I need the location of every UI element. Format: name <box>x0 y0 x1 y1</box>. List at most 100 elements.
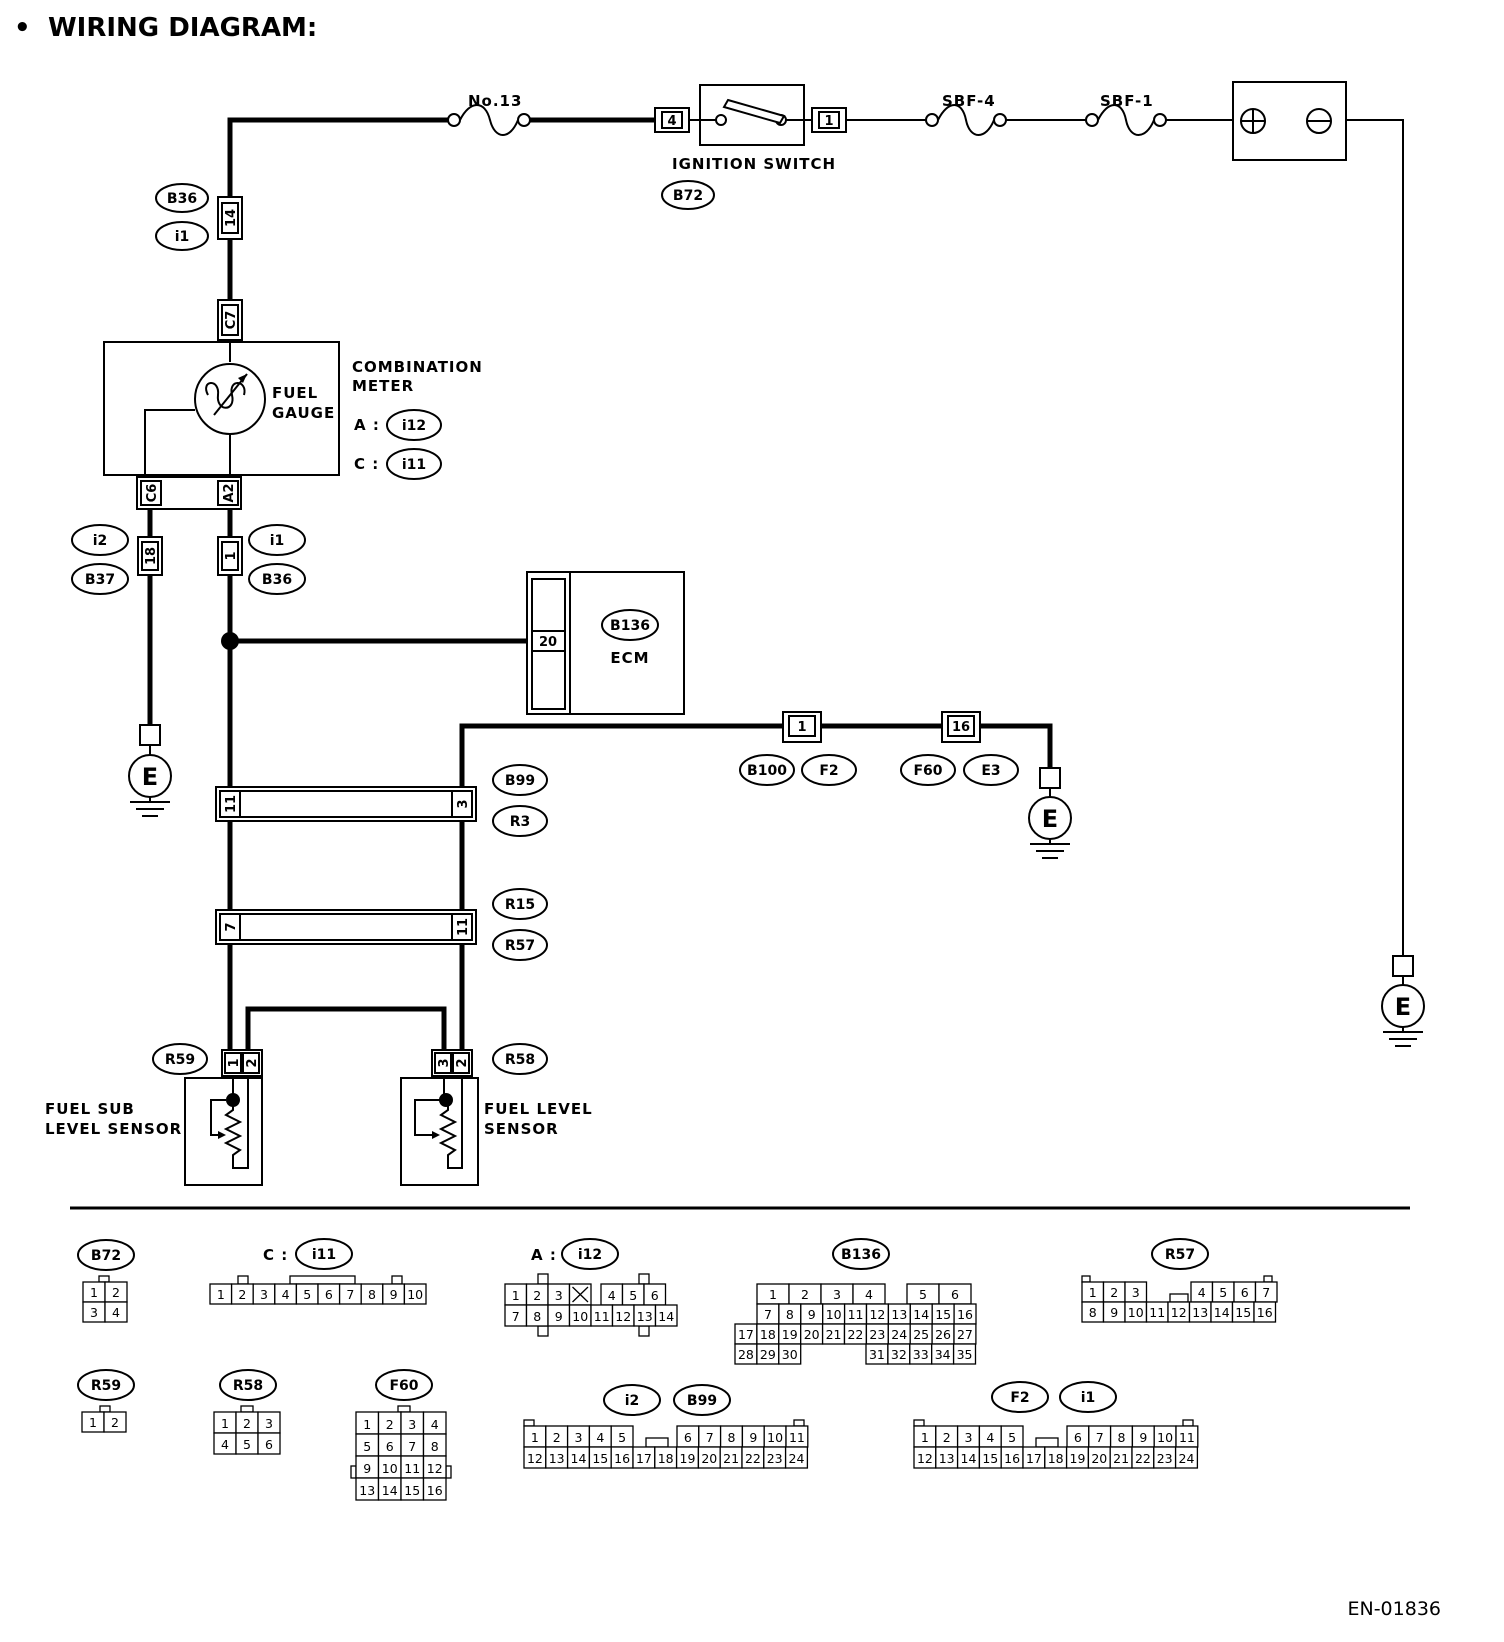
ground-mid-label: E <box>1042 805 1058 833</box>
legend-f2-i1-pin: 20 <box>1091 1451 1107 1466</box>
ground-chain-b100: B100 <box>747 763 787 779</box>
legend-b136-pin: 19 <box>782 1327 798 1342</box>
legend-b136-pin: 12 <box>869 1307 885 1322</box>
junction-top-pin: 14 <box>224 209 239 227</box>
legend-i12-pin: 9 <box>555 1309 563 1324</box>
legend-r57-label: R57 <box>1165 1247 1195 1263</box>
legend-b72-pin: 4 <box>112 1305 120 1320</box>
legend-i2-b99-pin: 20 <box>701 1451 717 1466</box>
ground-chain-f60: F60 <box>913 763 942 779</box>
legend-i2-b99-pin: 24 <box>789 1451 805 1466</box>
legend-r57-pin: 7 <box>1262 1285 1270 1300</box>
legend-f2-i1-pin: 9 <box>1139 1430 1147 1445</box>
junction-right-conn2: B36 <box>262 572 292 588</box>
legend-i11-pin: 5 <box>303 1287 311 1302</box>
legend-r58-label: R58 <box>233 1378 263 1394</box>
ground-chain: 1 16 B100 F2 F60 E3 <box>739 711 1019 786</box>
legend-i11-pin: 2 <box>238 1287 246 1302</box>
ground-mid: E <box>1028 767 1072 859</box>
legend-i12-pin: 6 <box>651 1288 659 1303</box>
legend-r57-pin: 10 <box>1128 1305 1144 1320</box>
legend-i12-pin: 13 <box>637 1309 653 1324</box>
legend-f2-i1-pin: 5 <box>1008 1430 1016 1445</box>
ground-right: E <box>1381 955 1425 1047</box>
junction-left-pin: 18 <box>144 547 159 565</box>
legend-i11-pin: 7 <box>346 1287 354 1302</box>
legend-r59-cell <box>103 1411 127 1433</box>
level-sensor-pin1: 3 <box>437 1058 452 1067</box>
legend-b136-pin: 7 <box>764 1307 772 1322</box>
ground-left-label: E <box>142 763 158 791</box>
legend-i2-b99-pin: 23 <box>767 1451 783 1466</box>
legend-r57-pin: 12 <box>1171 1305 1187 1320</box>
legend-i11-pin: 8 <box>368 1287 376 1302</box>
legend-b136-pin: 20 <box>804 1327 820 1342</box>
junction-right-pin: 1 <box>224 551 239 560</box>
level-sensor-connector: R58 <box>505 1052 535 1068</box>
meter-conn-a: i12 <box>402 418 426 434</box>
legend-f2-i1-pin: 17 <box>1026 1451 1042 1466</box>
legend-f60-pin: 13 <box>359 1483 375 1498</box>
legend-r57-pin: 8 <box>1089 1305 1097 1320</box>
legend-i2-b99-pin: 15 <box>592 1451 608 1466</box>
legend-b72-cell <box>104 1301 128 1323</box>
diagram-title: WIRING DIAGRAM: <box>48 13 317 43</box>
sub-sensor-connector: R59 <box>165 1052 195 1068</box>
legend-i2-b99-pin: 6 <box>684 1430 692 1445</box>
legend-r59-label: R59 <box>91 1378 121 1394</box>
ecm-pin: 20 <box>539 635 557 650</box>
legend-b136-pin: 3 <box>833 1287 841 1302</box>
fuse-no13-label: No.13 <box>468 92 522 110</box>
legend-r57-pin: 14 <box>1214 1305 1230 1320</box>
b99-conn1: B99 <box>505 773 535 789</box>
meter-title-1: COMBINATION <box>352 358 483 376</box>
legend-f60-pin: 12 <box>427 1461 443 1476</box>
legend-i12-pin: 7 <box>512 1309 520 1324</box>
legend-f60-pin: 15 <box>404 1483 420 1498</box>
legend-i12-cell <box>654 1304 678 1327</box>
legend-b136-pin: 28 <box>738 1347 754 1362</box>
fuel-gauge-line2: GAUGE <box>272 404 335 422</box>
legend-f60-oval <box>375 1369 433 1401</box>
legend-f2-i1-pin: 15 <box>982 1451 998 1466</box>
level-sensor-label1: FUEL LEVEL <box>484 1100 593 1118</box>
meter-conn-c: i11 <box>402 457 426 473</box>
legend-b136-pin: 32 <box>891 1347 907 1362</box>
legend-b136-pin: 5 <box>919 1287 927 1302</box>
legend-r59-pin: 1 <box>89 1415 97 1430</box>
legend-f60-pin: 4 <box>431 1417 439 1432</box>
sub-sensor-pin2: 2 <box>245 1058 260 1067</box>
sub-sensor-pin1: 1 <box>227 1058 242 1067</box>
legend-f2-i1-pin: 19 <box>1070 1451 1086 1466</box>
fuse-no13: No.13 <box>447 92 531 136</box>
legend-i1-label: i1 <box>1081 1390 1096 1406</box>
junction-left: 18 i2 B37 <box>71 524 163 595</box>
legend-f2-i1-pin: 16 <box>1004 1451 1020 1466</box>
legend-b136-pin: 35 <box>957 1347 973 1362</box>
legend-f60-pin: 16 <box>427 1483 443 1498</box>
legend-i12-pin: 4 <box>608 1288 616 1303</box>
level-sensor-pin2: 2 <box>455 1058 470 1067</box>
legend-f60-pin: 6 <box>386 1439 394 1454</box>
legend-r57-pin: 3 <box>1132 1285 1140 1300</box>
legend-i12-pin: 3 <box>555 1288 563 1303</box>
legend-b136-oval <box>832 1238 890 1270</box>
legend-b72-oval <box>77 1239 135 1271</box>
legend-f2-i1-pin: 18 <box>1048 1451 1064 1466</box>
legend-f60-pin: 7 <box>408 1439 416 1454</box>
header-bullet: • <box>14 13 31 43</box>
legend-f60-pin: 14 <box>382 1483 398 1498</box>
legend-r58-pin: 1 <box>221 1416 229 1431</box>
legend-r57-pin: 16 <box>1257 1305 1273 1320</box>
legend-f2-i1-pin: 11 <box>1179 1430 1195 1445</box>
legend-b136-pin: 18 <box>760 1327 776 1342</box>
connector-b99: 11 3 B99 R3 <box>215 764 548 837</box>
legend-i12-pin: 2 <box>533 1288 541 1303</box>
legend-f60-pin: 2 <box>386 1417 394 1432</box>
legend-i12-pin: 5 <box>629 1288 637 1303</box>
legend-i2-b99-cell <box>784 1446 809 1469</box>
legend-i12-label: i12 <box>578 1247 602 1263</box>
legend-i11-pin: 9 <box>390 1287 398 1302</box>
legend-b136-label: B136 <box>841 1247 881 1263</box>
